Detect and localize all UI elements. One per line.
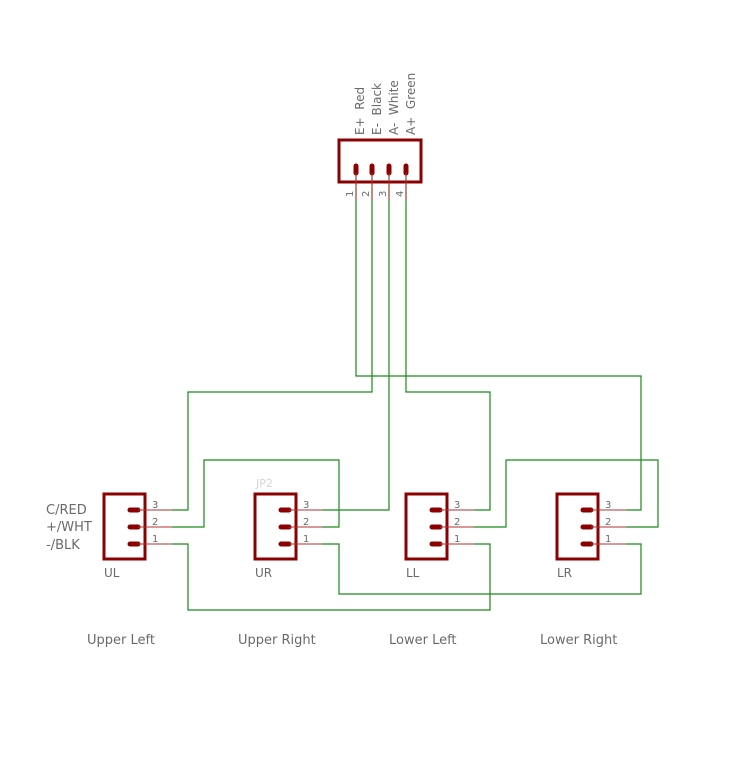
wires — [172, 175, 659, 611]
sensor-ur: 3 2 1 UR Upper Right — [238, 492, 322, 648]
connector-pin-number-3: 3 — [378, 191, 389, 197]
sensor-ll-pin-1: 1 — [454, 534, 460, 545]
sensor-ul-pin-2: 2 — [152, 517, 158, 528]
wire-ll-lr — [474, 459, 659, 528]
sensor-ul-pin-1: 1 — [152, 534, 158, 545]
sensor-ur-pin-1: 1 — [303, 534, 309, 545]
wire-a-minus — [322, 175, 390, 511]
sensor-lr-pin-3: 3 — [605, 500, 611, 511]
wire-ul-ur — [172, 459, 340, 528]
connector-pin-number-2: 2 — [361, 191, 372, 197]
connector-pin-number-4: 4 — [395, 191, 406, 197]
main-connector: E+ Red E- Black A- White A+ Green 1 2 3 … — [337, 73, 423, 200]
sensor-lr-pin-1: 1 — [605, 534, 611, 545]
sensor-ll: 3 2 1 LL Lower Left — [389, 492, 474, 648]
legend-black: -/BLK — [46, 538, 80, 553]
sensor-ll-caption: Lower Left — [389, 633, 457, 648]
sensor-ur-caption: Upper Right — [238, 633, 316, 648]
sensor-ll-name: LL — [406, 566, 420, 580]
wire-legend: C/RED +/WHT -/BLK — [46, 503, 92, 553]
legend-red: C/RED — [46, 503, 87, 518]
wire-a-plus — [405, 175, 491, 511]
sensor-ur-name: UR — [255, 566, 272, 580]
sensor-ll-pin-2: 2 — [454, 517, 460, 528]
sensor-ul: 3 2 1 UL Upper Left — [87, 492, 172, 648]
sensor-ul-caption: Upper Left — [87, 633, 155, 648]
connector-body — [337, 138, 423, 184]
sensor-ur-pin-3: 3 — [303, 500, 309, 511]
sensor-lr-caption: Lower Right — [540, 633, 617, 648]
connector-label-1: E+ Red — [353, 87, 367, 135]
legend-white: +/WHT — [46, 520, 92, 535]
connector-label-2: E- Black — [370, 83, 384, 135]
connector-label-4: A+ Green — [404, 73, 418, 135]
sensor-ul-pin-3: 3 — [152, 500, 158, 511]
connector-label-3: A- White — [387, 80, 401, 135]
wire-e-minus — [172, 175, 373, 511]
ghost-part-label: JP2 — [255, 477, 273, 490]
wire-ur-lr — [322, 543, 642, 595]
sensor-lr: 3 2 1 LR Lower Right — [540, 492, 626, 648]
sensor-ur-pin-2: 2 — [303, 517, 309, 528]
sensor-ul-name: UL — [104, 566, 120, 580]
connector-pin-number-1: 1 — [345, 191, 356, 197]
sensor-lr-name: LR — [557, 566, 572, 580]
sensor-lr-pin-2: 2 — [605, 517, 611, 528]
sensor-ll-pin-3: 3 — [454, 500, 460, 511]
wire-e-plus — [355, 175, 642, 511]
wire-ul-ll — [172, 543, 491, 611]
